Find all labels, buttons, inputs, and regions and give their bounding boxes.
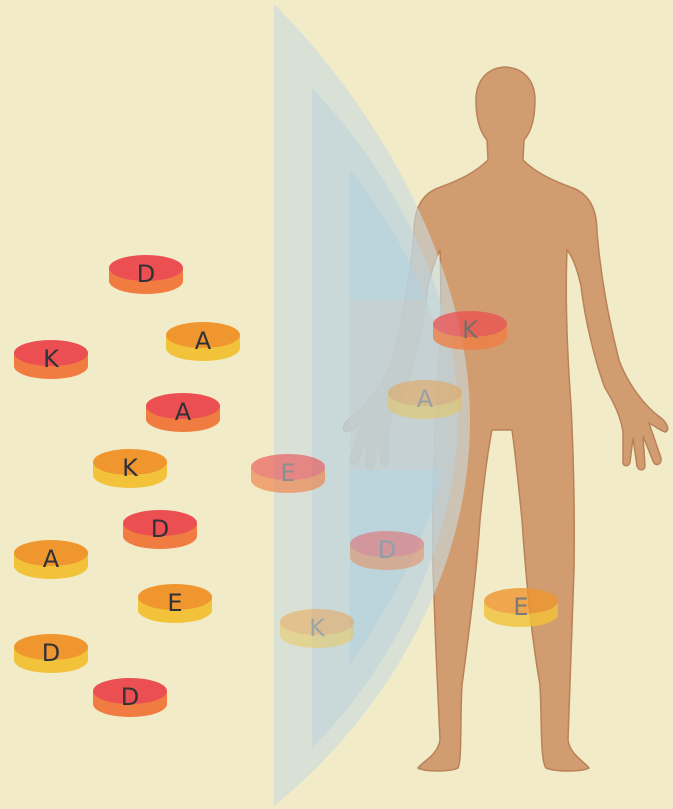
pill-letter: K [43, 345, 60, 373]
vitamin-pill-e: E [138, 584, 212, 623]
vitamin-pill-a: A [388, 380, 462, 419]
pill-letter: E [513, 593, 528, 621]
vitamin-pill-k: K [93, 449, 167, 488]
vitamin-pill-a: A [166, 322, 240, 361]
vitamin-pill-k: K [433, 311, 507, 350]
pill-letter: E [167, 589, 182, 617]
vitamin-pill-a: A [14, 540, 88, 579]
pill-letter: A [175, 398, 192, 426]
pill-letter: D [121, 683, 139, 711]
vitamin-pill-e: E [484, 588, 558, 627]
pill-letter: D [151, 515, 169, 543]
pill-letter: K [462, 316, 479, 344]
vitamin-pill-k: K [14, 340, 88, 379]
vitamin-pill-e: E [251, 454, 325, 493]
pill-letter: A [43, 545, 60, 573]
vitamin-pill-d: D [350, 531, 424, 570]
pill-letter: K [309, 614, 326, 642]
vitamin-pill-d: D [93, 678, 167, 717]
pill-letter: A [195, 327, 212, 355]
vitamin-pill-d: D [123, 510, 197, 549]
vitamin-pill-k: K [280, 609, 354, 648]
pill-letter: D [137, 260, 155, 288]
pill-letter: E [280, 459, 295, 487]
pill-letter: K [122, 454, 139, 482]
pill-letter: A [417, 385, 434, 413]
pill-letter: D [378, 536, 396, 564]
vitamin-pill-d: D [14, 634, 88, 673]
vitamin-pill-a: A [146, 393, 220, 432]
vitamin-pill-d: D [109, 255, 183, 294]
pill-letter: D [42, 639, 60, 667]
